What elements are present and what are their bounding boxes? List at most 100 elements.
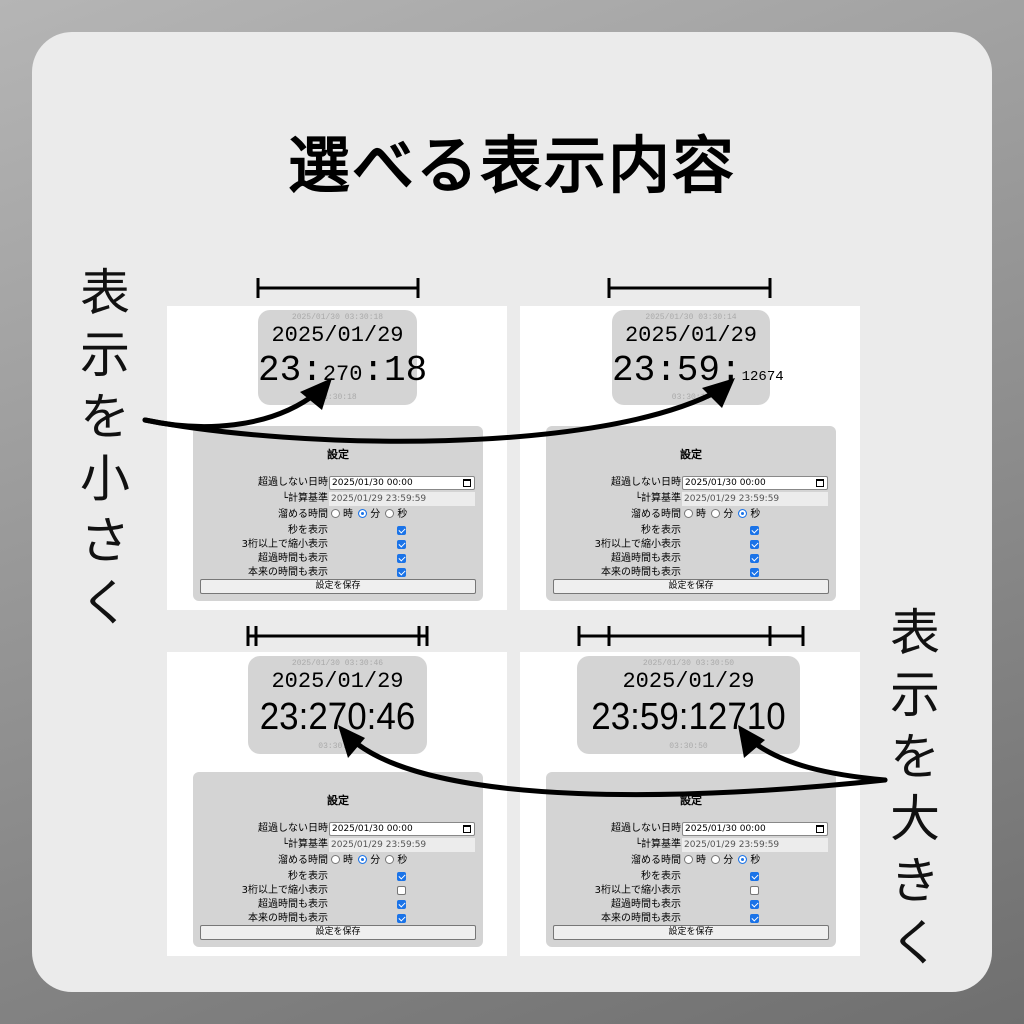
unit-radio-0[interactable] bbox=[331, 855, 340, 864]
unit-radio-group: 時 分 秒 bbox=[329, 508, 475, 522]
option-checkbox-3[interactable] bbox=[750, 568, 759, 577]
option-checkbox-1[interactable] bbox=[397, 540, 406, 549]
caption-smaller: 表示を小さく bbox=[70, 262, 140, 634]
time-segment: 12674 bbox=[741, 369, 784, 385]
base-value-field: 2025/01/29 23:59:59 bbox=[329, 492, 475, 506]
check-label: 秒を表示 bbox=[288, 525, 328, 536]
option-checkbox-3[interactable] bbox=[397, 568, 406, 577]
caption-char: 大 bbox=[890, 790, 940, 848]
check-label: 3桁以上で縮小表示 bbox=[594, 539, 681, 550]
unit-radio-1[interactable] bbox=[711, 509, 721, 518]
option-checkbox-1[interactable] bbox=[750, 886, 759, 895]
base-label: └計算基準 bbox=[281, 493, 328, 504]
caption-char: く bbox=[80, 574, 130, 632]
deadline-label: 超過しない日時 bbox=[258, 823, 328, 834]
deadline-datetime-input[interactable]: 2025/01/30 00:00 bbox=[682, 822, 828, 836]
unit-radio-1[interactable] bbox=[358, 509, 368, 518]
option-checkbox-2[interactable] bbox=[750, 900, 759, 909]
option-checkbox-3[interactable] bbox=[397, 914, 406, 923]
countdown-clock: 2025/01/30 03:30:14 2025/01/29 23:59:126… bbox=[612, 310, 784, 406]
countdown-clock: 2025/01/30 03:30:18 2025/01/29 23:270:18… bbox=[258, 310, 427, 406]
time-segment: 270 bbox=[322, 362, 363, 387]
deadline-label: 超過しない日時 bbox=[611, 823, 681, 834]
original-time-text: 03:30:14 bbox=[671, 393, 711, 403]
unit-radio-0[interactable] bbox=[684, 855, 693, 864]
deadline-datetime-input[interactable]: 2025/01/30 00:00 bbox=[329, 476, 475, 490]
calendar-icon[interactable] bbox=[816, 479, 824, 487]
unit-label: 溜める時間 bbox=[278, 509, 328, 520]
unit-radio-1[interactable] bbox=[358, 855, 368, 864]
deadline-label: 超過しない日時 bbox=[258, 477, 328, 488]
save-settings-button[interactable]: 設定を保存 bbox=[553, 925, 829, 940]
settings-heading: 設定 bbox=[680, 794, 702, 807]
unit-radio-2[interactable] bbox=[738, 855, 748, 864]
option-checkbox-1[interactable] bbox=[750, 540, 759, 549]
original-time-text: 03:30:46 bbox=[318, 741, 357, 751]
unit-radio-0[interactable] bbox=[684, 509, 693, 518]
example-panel: 2025/01/30 03:30:50 2025/01/29 23:59:127… bbox=[520, 652, 860, 956]
unit-radio-label: 分 bbox=[370, 855, 381, 866]
caption-char: 小 bbox=[80, 450, 130, 508]
calendar-icon[interactable] bbox=[816, 825, 824, 833]
unit-radio-2[interactable] bbox=[738, 509, 748, 518]
option-checkbox-2[interactable] bbox=[397, 554, 406, 563]
calendar-icon[interactable] bbox=[463, 825, 471, 833]
unit-radio-0[interactable] bbox=[331, 509, 340, 518]
unit-radio-label: 分 bbox=[723, 509, 734, 520]
base-value-field: 2025/01/29 23:59:59 bbox=[682, 838, 828, 852]
unit-radio-2[interactable] bbox=[385, 509, 395, 518]
option-checkbox-0[interactable] bbox=[397, 872, 406, 881]
page-title: 選べる表示内容 bbox=[287, 129, 736, 202]
unit-radio-2[interactable] bbox=[385, 855, 395, 864]
unit-radio-label: 秒 bbox=[397, 855, 408, 866]
check-label: 本来の時間も表示 bbox=[248, 913, 328, 924]
settings-heading: 設定 bbox=[327, 448, 349, 461]
option-checkbox-2[interactable] bbox=[750, 554, 759, 563]
unit-radio-1[interactable] bbox=[711, 855, 721, 864]
clock-date: 2025/01/29 bbox=[624, 323, 758, 348]
unit-radio-label: 時 bbox=[696, 855, 706, 866]
check-label: 3桁以上で縮小表示 bbox=[241, 539, 328, 550]
deadline-value: 2025/01/30 00:00 bbox=[332, 824, 413, 834]
caption-char: 示 bbox=[890, 666, 940, 724]
unit-label: 溜める時間 bbox=[631, 855, 681, 866]
unit-label: 溜める時間 bbox=[631, 509, 681, 520]
base-value-field: 2025/01/29 23:59:59 bbox=[682, 492, 828, 506]
base-value-field: 2025/01/29 23:59:59 bbox=[329, 838, 475, 852]
deadline-text: 2025/01/30 03:30:50 bbox=[642, 659, 735, 668]
unit-radio-group: 時 分 秒 bbox=[682, 854, 828, 868]
deadline-label: 超過しない日時 bbox=[611, 477, 681, 488]
caption-larger: 表示を大きく bbox=[880, 602, 950, 974]
check-label: 3桁以上で縮小表示 bbox=[594, 885, 681, 896]
option-checkbox-0[interactable] bbox=[750, 526, 759, 535]
deadline-datetime-input[interactable]: 2025/01/30 00:00 bbox=[682, 476, 828, 490]
unit-radio-label: 時 bbox=[343, 509, 353, 520]
option-checkbox-1[interactable] bbox=[397, 886, 406, 895]
save-settings-button[interactable]: 設定を保存 bbox=[200, 925, 476, 940]
unit-radio-group: 時 分 秒 bbox=[682, 508, 828, 522]
example-panel: 2025/01/30 03:30:46 2025/01/29 23:270:46… bbox=[167, 652, 507, 956]
option-checkbox-3[interactable] bbox=[750, 914, 759, 923]
original-time-text: 03:30:18 bbox=[318, 393, 357, 403]
option-checkbox-2[interactable] bbox=[397, 900, 406, 909]
check-label: 本来の時間も表示 bbox=[248, 567, 328, 578]
caption-char: を bbox=[890, 728, 940, 786]
calendar-icon[interactable] bbox=[463, 479, 471, 487]
base-label: └計算基準 bbox=[634, 839, 681, 850]
unit-radio-label: 秒 bbox=[397, 509, 408, 520]
deadline-text: 2025/01/30 03:30:46 bbox=[291, 659, 384, 668]
save-settings-button[interactable]: 設定を保存 bbox=[200, 579, 476, 594]
base-label: └計算基準 bbox=[281, 839, 328, 850]
deadline-datetime-input[interactable]: 2025/01/30 00:00 bbox=[329, 822, 475, 836]
save-settings-button[interactable]: 設定を保存 bbox=[553, 579, 829, 594]
option-checkbox-0[interactable] bbox=[750, 872, 759, 881]
deadline-text: 2025/01/30 03:30:18 bbox=[291, 313, 384, 322]
caption-char: を bbox=[80, 388, 130, 446]
option-checkbox-0[interactable] bbox=[397, 526, 406, 535]
caption-char: 表 bbox=[890, 604, 940, 662]
base-label: └計算基準 bbox=[634, 493, 681, 504]
check-label: 超過時間も表示 bbox=[611, 899, 681, 910]
caption-char: 表 bbox=[80, 264, 130, 322]
clock-time: 23:59:12710 bbox=[586, 695, 791, 741]
